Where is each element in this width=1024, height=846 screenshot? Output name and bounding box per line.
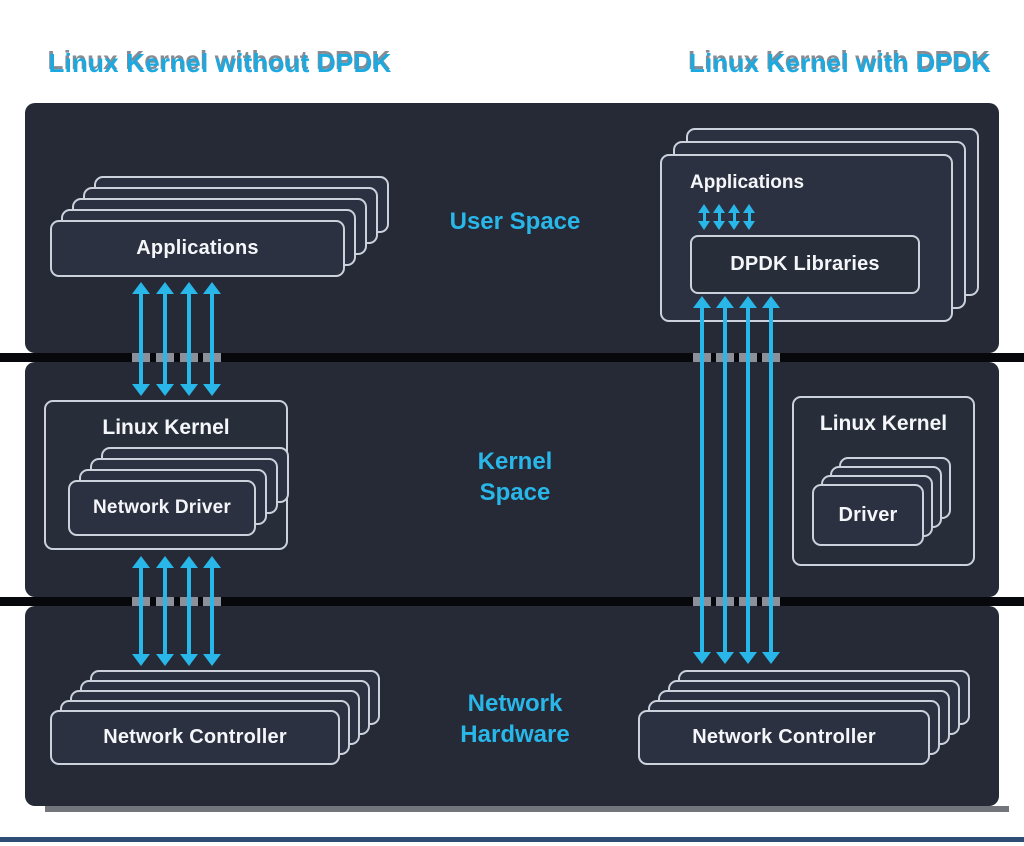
kernel-space-label-line: Kernel [477, 448, 553, 475]
divider-user-kernel [0, 353, 1024, 362]
applications-card-left: Applications [50, 220, 345, 277]
network-hardware-label: Network Hardware [415, 688, 615, 750]
double-arrow-icon [156, 556, 174, 666]
linux-kernel-box-left: Linux Kernel Network Driver [44, 400, 289, 550]
arrow-shaft [210, 564, 214, 658]
linux-kernel-label-left: Linux Kernel [102, 416, 230, 439]
double-arrow-icon [132, 556, 150, 666]
linux-kernel-box-right: Linux Kernel Driver [792, 396, 975, 566]
arrow-shaft [210, 290, 214, 388]
network-driver-label: Network Driver [93, 497, 231, 518]
divider-kernel-hardware [0, 597, 1024, 606]
kernel-space-label: Kernel Space [415, 446, 615, 508]
arrow-shaft [139, 564, 143, 658]
user-space-label-line: User Space [449, 208, 581, 235]
network-controller-card-right: Network Controller [638, 710, 930, 765]
linux-kernel-label-right: Linux Kernel [819, 412, 948, 435]
double-arrow-icon [180, 556, 198, 666]
arrow-shaft [139, 290, 143, 388]
network-hardware-label-line: Hardware [460, 721, 570, 748]
arrow-shaft [163, 290, 167, 388]
network-controller-label-right: Network Controller [692, 726, 876, 748]
title-with-dpdk: Linux Kernel with DPDK [689, 48, 991, 78]
user-space-label: User Space [415, 206, 615, 237]
applications-label-right: Applications [690, 172, 805, 193]
network-controller-label-left: Network Controller [103, 726, 287, 748]
bottom-edge-line [0, 837, 1024, 842]
driver-label: Driver [838, 503, 898, 526]
double-arrow-icon [132, 282, 150, 396]
driver-card: Driver [812, 484, 924, 546]
small-double-arrow-icon [698, 204, 710, 230]
network-driver-card: Network Driver [68, 480, 256, 536]
band-drop-shadow [45, 806, 1009, 812]
arrow-shaft [718, 210, 721, 224]
arrow-shaft [723, 304, 727, 656]
dpdk-libraries-box: DPDK Libraries [690, 235, 920, 294]
double-arrow-icon [180, 282, 198, 396]
arrow-shaft [769, 304, 773, 656]
network-hardware-label-line: Network [467, 690, 563, 717]
network-controller-card-left: Network Controller [50, 710, 340, 765]
kernel-space-label-line: Space [479, 479, 551, 506]
arrow-shaft [187, 290, 191, 388]
dpdk-bypass-arrow-icon [716, 296, 734, 664]
arrow-shaft [163, 564, 167, 658]
arrow-shaft [703, 210, 706, 224]
double-arrow-icon [156, 282, 174, 396]
applications-card-right: Applications DPDK Libraries [660, 154, 953, 322]
dpdk-bypass-arrow-icon [693, 296, 711, 664]
arrow-shaft [733, 210, 736, 224]
arrow-shaft [748, 210, 751, 224]
small-double-arrow-icon [728, 204, 740, 230]
arrow-shaft [746, 304, 750, 656]
dpdk-libraries-label: DPDK Libraries [730, 253, 880, 275]
title-without-dpdk: Linux Kernel without DPDK [48, 48, 392, 78]
small-double-arrow-icon [713, 204, 725, 230]
dpdk-bypass-arrow-icon [762, 296, 780, 664]
arrow-shaft [700, 304, 704, 656]
arrow-shaft [187, 564, 191, 658]
double-arrow-icon [203, 556, 221, 666]
double-arrow-icon [203, 282, 221, 396]
small-double-arrow-icon [743, 204, 755, 230]
applications-label-left: Applications [136, 237, 259, 259]
dpdk-bypass-arrow-icon [739, 296, 757, 664]
